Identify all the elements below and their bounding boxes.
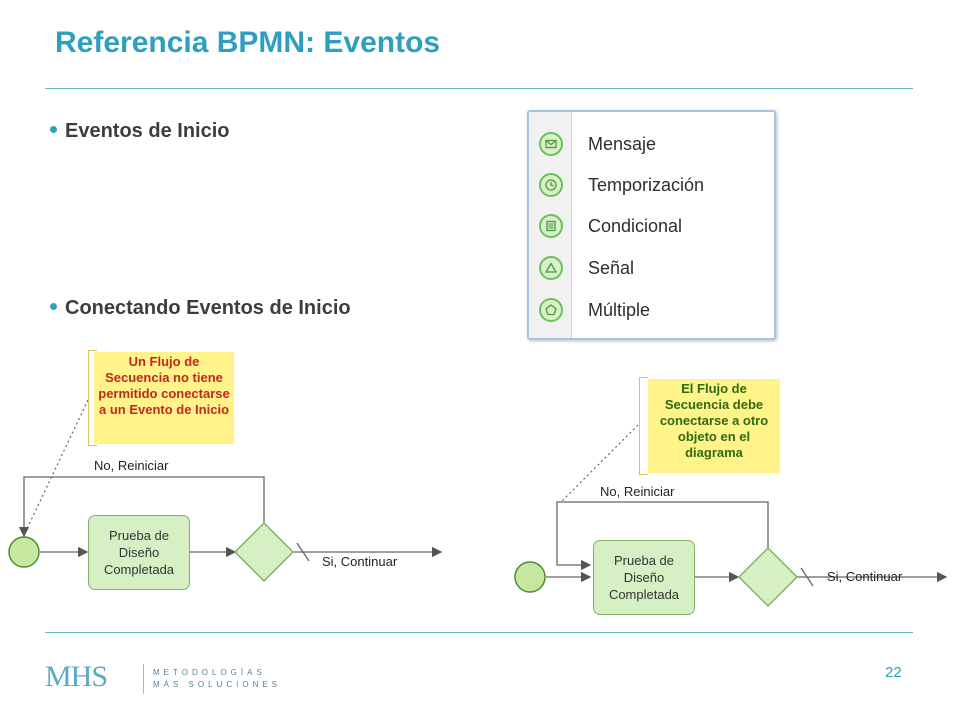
menu-item-multiple[interactable]: Múltiple [529,290,769,330]
logo-mark: MHS [45,660,108,693]
right-diagram-lines [546,424,948,587]
right-continue-label: Si, Continuar [827,569,903,584]
right-note-bracket [639,377,648,475]
clock-icon [539,173,563,197]
left-note-association [23,399,89,536]
right-task: Prueba de Diseño Completada [593,540,695,615]
menu-item-label: Mensaje [588,133,657,154]
bullet-connecting-start-events: Conectando Eventos de Inicio [50,297,351,320]
right-annotation-note: El Flujo de Secuencia debe conectarse a … [648,379,780,473]
right-default-slash [800,567,814,587]
menu-item-condicional[interactable]: Condicional [529,206,769,246]
logo-tagline-2: MÁS SOLUCIONES [153,680,282,689]
triangle-icon [539,256,563,280]
right-gateway [737,546,799,608]
left-gateway [233,521,295,583]
start-event-type-menu: Mensaje Temporización Condicional Señal … [527,110,776,340]
left-loop-flow [18,476,265,538]
left-continue-label: Si, Continuar [322,554,398,569]
bullet-text: Eventos de Inicio [65,120,230,142]
bullet-dot-icon [50,303,57,311]
left-annotation-note: Un Flujo de Secuencia no tiene permitido… [94,352,234,444]
menu-item-mensaje[interactable]: Mensaje [529,124,769,164]
bottom-divider [45,632,913,633]
left-loop-label: No, Reiniciar [94,458,169,473]
page-number: 22 [885,664,902,681]
left-default-slash [296,542,310,562]
menu-item-label: Condicional [588,215,683,236]
bullet-text: Conectando Eventos de Inicio [65,297,351,319]
bullet-start-events: Eventos de Inicio [50,120,229,143]
right-loop-label: No, Reiniciar [600,484,675,499]
menu-item-label: Múltiple [588,299,651,320]
left-diagram-lines [18,399,443,562]
menu-item-label: Señal [588,257,635,278]
slide-title: Referencia BPMN: Eventos [55,26,441,59]
left-note-bracket [88,350,97,446]
menu-item-senal[interactable]: Señal [529,248,769,288]
right-loop-flow [556,501,769,571]
right-note-association [560,424,639,503]
envelope-icon [539,132,563,156]
left-start-event [8,536,40,568]
logo-tagline-1: METODOLOGÍAS [153,668,266,677]
pentagon-icon [539,298,563,322]
document-lines-icon [539,214,563,238]
menu-item-label: Temporización [588,174,705,195]
right-start-event [514,561,546,593]
menu-item-temporizacion[interactable]: Temporización [529,165,769,205]
bullet-dot-icon [50,126,57,134]
top-divider [45,88,913,89]
company-logo: MHS METODOLOGÍAS MÁS SOLUCIONES [45,660,277,694]
left-task: Prueba de Diseño Completada [88,515,190,590]
logo-separator [143,664,144,694]
